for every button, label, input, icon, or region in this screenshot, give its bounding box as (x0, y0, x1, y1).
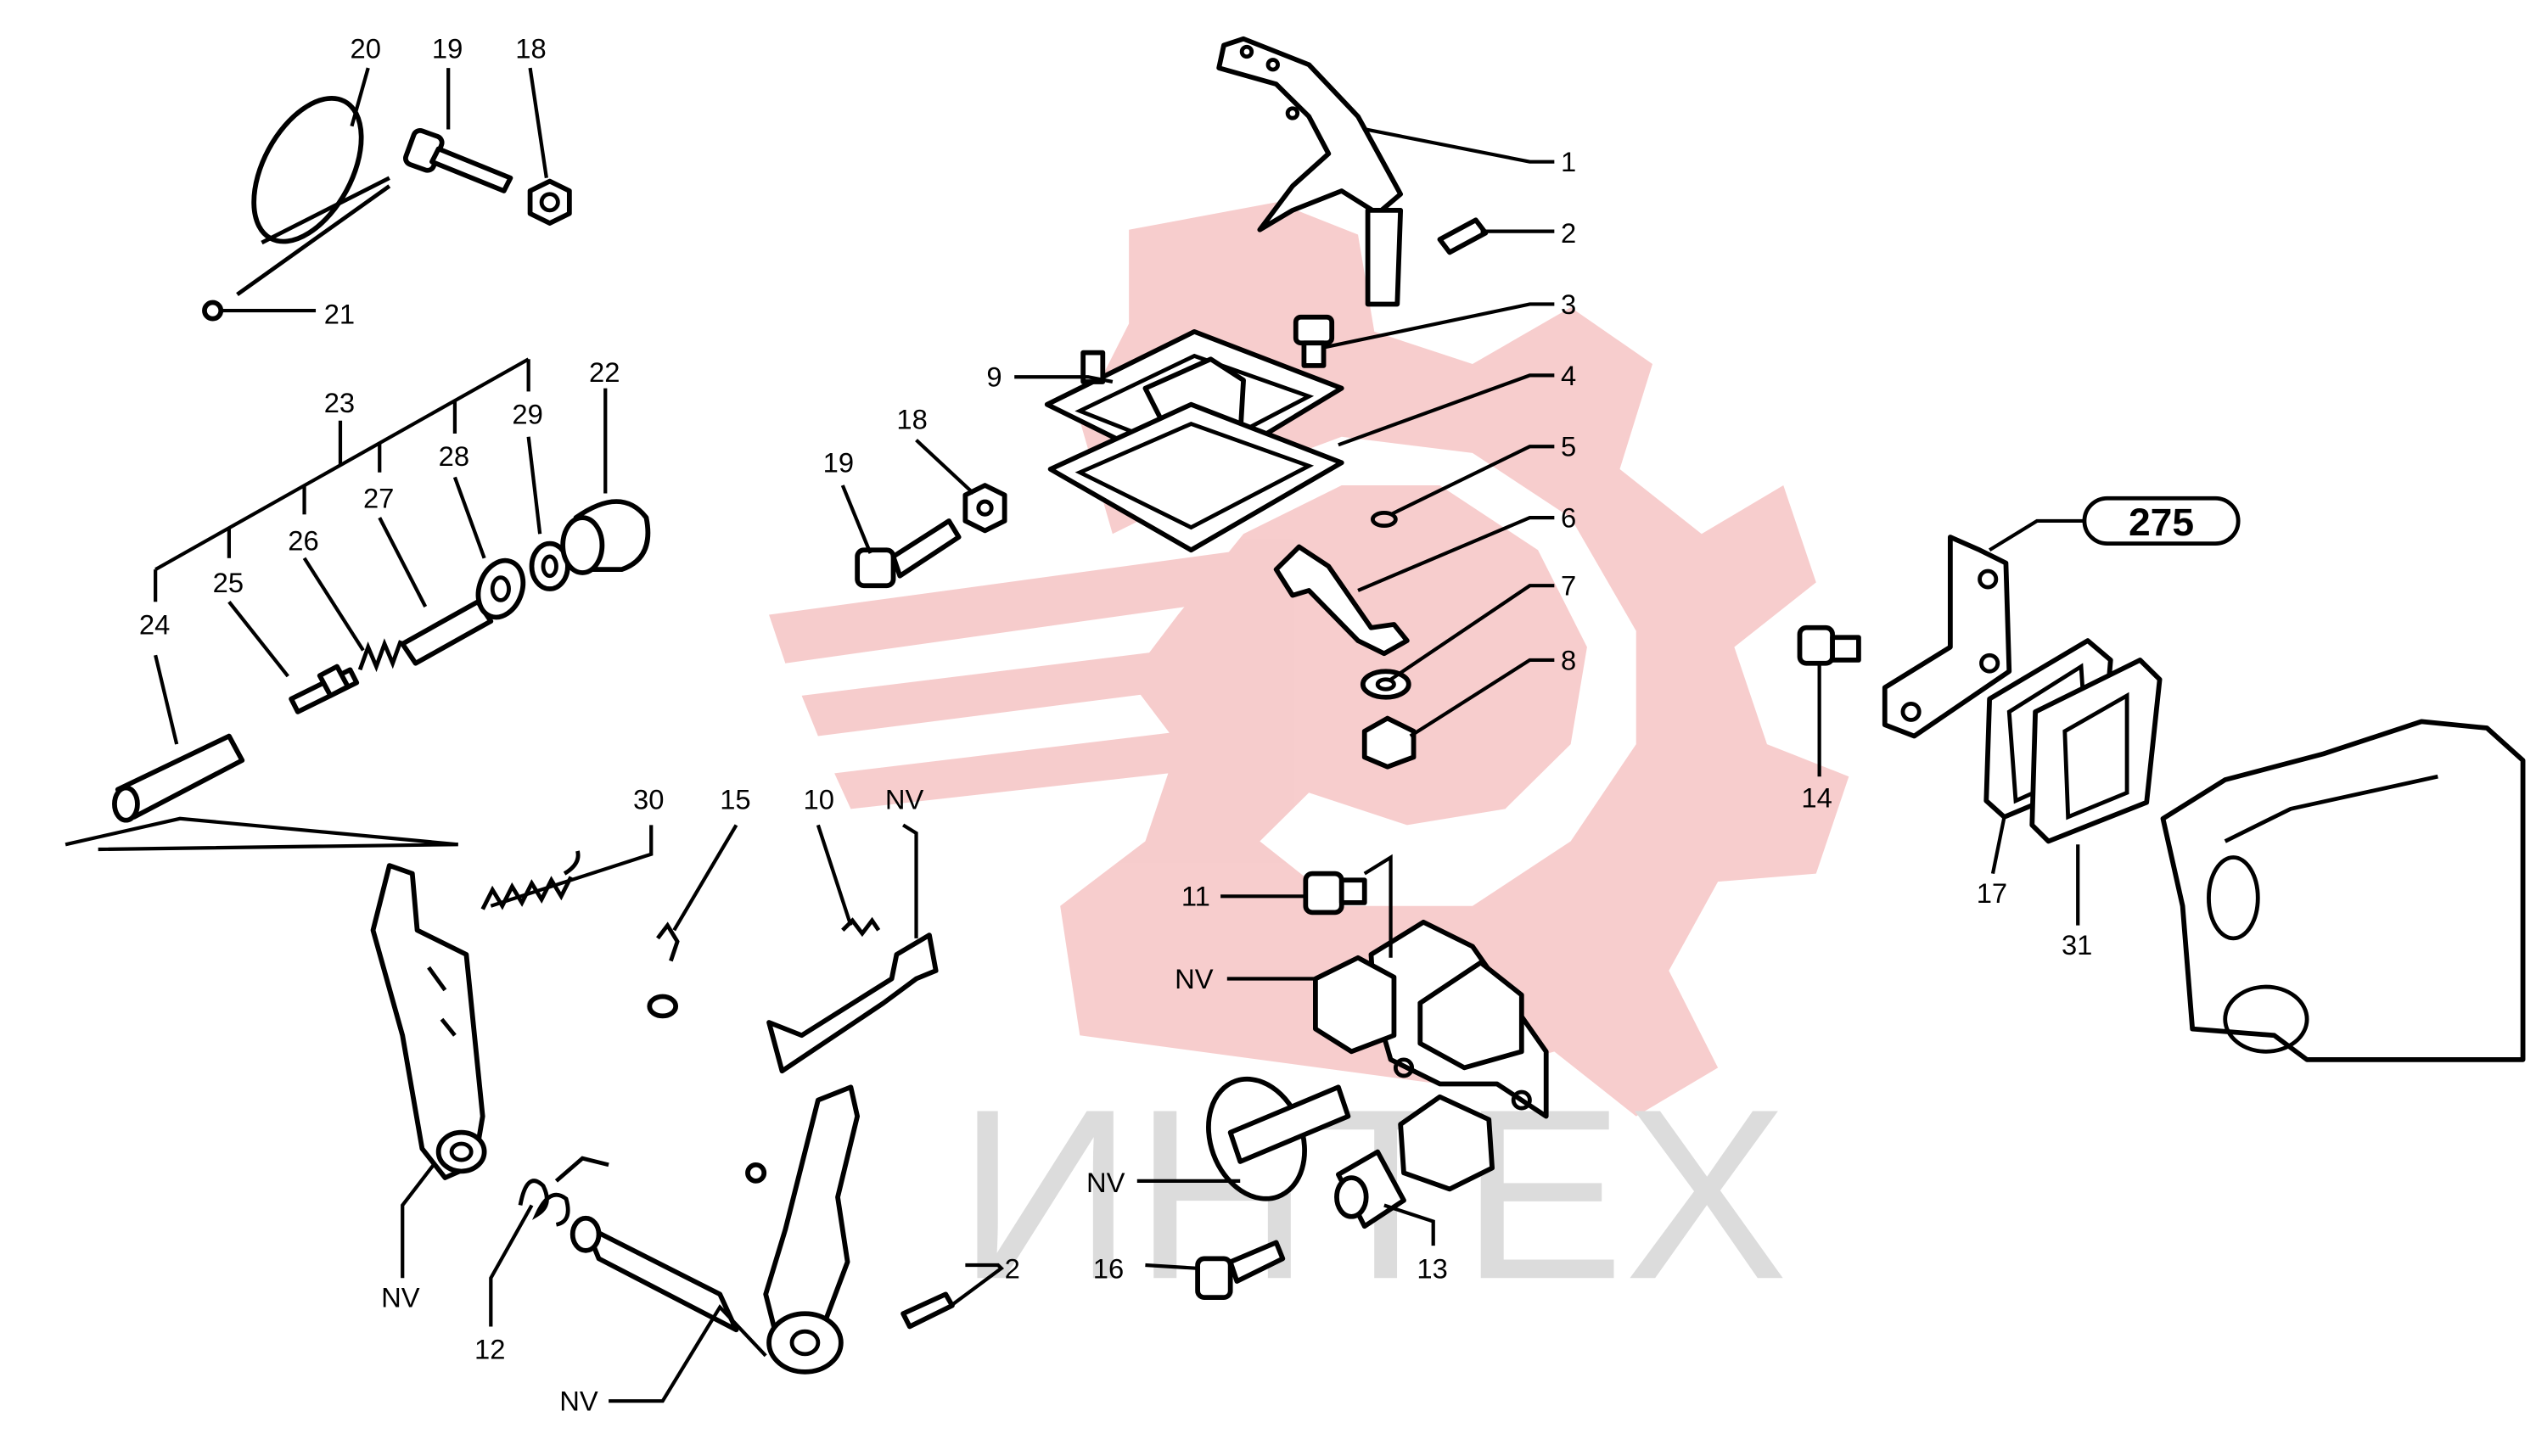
part-24-threaded-sleeve (112, 733, 245, 823)
part-11-bolt (1303, 871, 1367, 916)
part-2-pin-top (1437, 217, 1489, 255)
reference-badge-label: 275 (2129, 500, 2194, 544)
part-19-bolt-mid (855, 518, 962, 589)
part-16-bolt (1195, 1240, 1286, 1301)
part-27-threaded-rod (400, 599, 494, 666)
part-2-pin-lower (901, 1291, 955, 1330)
callout-2-lower[interactable]: 2 (1005, 1252, 1020, 1284)
callout-26[interactable]: 26 (288, 524, 318, 556)
callout-nv-bottom[interactable]: NV (559, 1386, 598, 1417)
part-18-nut-top (527, 178, 572, 226)
callout-nv-pump[interactable]: NV (1086, 1167, 1125, 1198)
part-5-o-ring (1370, 511, 1398, 529)
callout-9[interactable]: 9 (986, 361, 1001, 393)
part-14-bolt (1797, 624, 1861, 666)
callout-11[interactable]: 11 (1181, 881, 1210, 912)
callout-7[interactable]: 7 (1561, 570, 1576, 602)
part-25-pin (289, 664, 360, 714)
part-4-cover-plate (1044, 329, 1344, 553)
part-21-small-ring (202, 184, 391, 322)
callout-nv-left[interactable]: NV (381, 1282, 420, 1313)
reference-badge-275[interactable]: 275 (2082, 496, 2241, 546)
part-governor-lever-right (745, 1084, 861, 1375)
part-30-tension-spring (480, 850, 581, 910)
part-22-rubber-cap (560, 499, 651, 575)
callout-17[interactable]: 17 (1977, 877, 2007, 909)
callout-18-mid[interactable]: 18 (896, 403, 927, 434)
callout-12[interactable]: 12 (474, 1334, 505, 1365)
callout-8[interactable]: 8 (1561, 645, 1576, 676)
callout-19[interactable]: 19 (432, 33, 463, 64)
callout-13[interactable]: 13 (1417, 1252, 1447, 1284)
part-275-bracket-plate (1882, 535, 2012, 739)
part-regulator-body (1313, 919, 1549, 1119)
part-diaphragm-cap (1206, 1076, 1351, 1201)
callout-nv-top[interactable]: NV (885, 783, 924, 815)
callout-15[interactable]: 15 (720, 783, 750, 815)
callout-27[interactable]: 27 (363, 483, 394, 514)
callout-18[interactable]: 18 (515, 33, 546, 64)
callout-2-top[interactable]: 2 (1561, 217, 1576, 249)
part-3-bolt-short (1293, 314, 1335, 368)
part-15-clip (647, 921, 680, 1019)
part-19-bolt-top (403, 128, 513, 193)
callout-10[interactable]: 10 (804, 783, 834, 815)
callout-5[interactable]: 5 (1561, 431, 1576, 462)
callout-1[interactable]: 1 (1561, 146, 1576, 177)
part-bent-rod-link (766, 932, 939, 1074)
callout-28[interactable]: 28 (439, 440, 469, 472)
callout-21[interactable]: 21 (324, 298, 355, 329)
assembly-bracket-lines (154, 357, 530, 602)
callout-22[interactable]: 22 (589, 356, 620, 388)
callout-labels: 20 19 18 21 22 23 29 28 27 26 25 24 30 1… (139, 33, 2093, 1417)
part-1-control-lever (1216, 36, 1404, 307)
callout-6[interactable]: 6 (1561, 502, 1576, 534)
part-7-washer (1360, 669, 1411, 700)
part-20-cover-disc (251, 95, 390, 245)
callout-23[interactable]: 23 (324, 387, 355, 418)
callout-31[interactable]: 31 (2062, 929, 2092, 960)
callout-29[interactable]: 29 (512, 399, 542, 430)
section-break-line (65, 816, 458, 852)
callout-3[interactable]: 3 (1561, 288, 1576, 320)
callout-25[interactable]: 25 (213, 567, 244, 598)
part-29-nut (529, 540, 570, 591)
part-31-gasket (2029, 658, 2163, 844)
callout-30[interactable]: 30 (633, 783, 664, 815)
callout-20[interactable]: 20 (351, 33, 381, 64)
part-26-spring-small (357, 638, 403, 673)
part-governor-lever-left (370, 863, 487, 1180)
callout-4[interactable]: 4 (1561, 360, 1576, 391)
callout-nv-center[interactable]: NV (1175, 963, 1214, 994)
part-18-nut-mid (962, 483, 1007, 534)
leader-lines (154, 67, 2086, 1403)
part-valve-block (1398, 1094, 1495, 1192)
part-12-torsion-spring (518, 1156, 609, 1227)
part-6-bracket (1273, 544, 1410, 657)
callout-24[interactable]: 24 (139, 609, 170, 641)
part-engine-housing (2160, 719, 2526, 1062)
callout-19-mid[interactable]: 19 (823, 447, 854, 479)
part-shaft-rod (569, 1215, 739, 1333)
part-28-washer (475, 557, 526, 620)
callout-14[interactable]: 14 (1801, 782, 1832, 814)
callout-16[interactable]: 16 (1093, 1252, 1124, 1284)
part-8-nut (1361, 715, 1417, 770)
